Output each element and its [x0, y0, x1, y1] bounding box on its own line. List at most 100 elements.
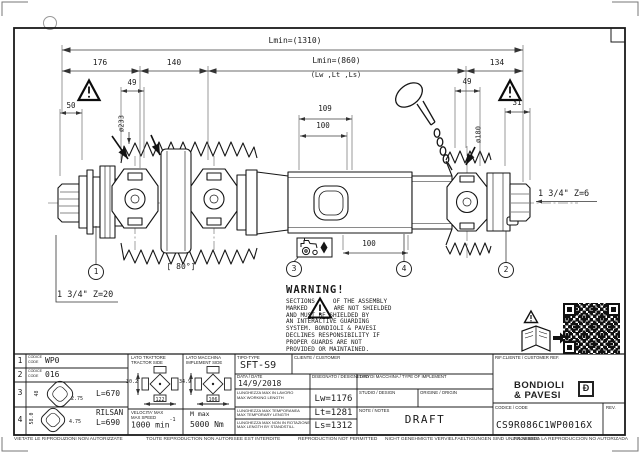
code-label: CODICE / CODE [495, 405, 528, 410]
notes-label: NOTE / NOTES [359, 407, 390, 413]
cross-journal-sketches [136, 366, 232, 406]
code-value: CS9R086C1WP0016X [496, 420, 593, 431]
ref-row1-num: 1 [17, 356, 23, 365]
footer-no-copy-fr: TOUTE REPRODUCTION NON AUTORISEE EST INT… [146, 437, 281, 442]
warning-l5: SYSTEM. BONDIOLI & PAVESI [286, 325, 377, 333]
pto-shaft [57, 141, 531, 265]
ls-label-it: LUNGHEZZA MAX NON IN ROTAZIONE [237, 419, 311, 425]
customer-label: CLIENTE / CUSTOMER [294, 355, 341, 360]
drawing-frame [13, 27, 626, 436]
ref-row4-value2: L=690 [96, 418, 121, 427]
tube-profile-sketches [40, 380, 74, 433]
dim-31: 31 [512, 98, 522, 107]
date-label: DATA / DATE [237, 374, 263, 379]
warning-l7: PROPER GUARDS ARE NOT [286, 338, 362, 346]
dim-middle-length: Lmin=(860) [312, 56, 361, 65]
spline-left-label: 1 3/4" Z=20 [57, 290, 114, 300]
punch-hole [43, 16, 57, 30]
lw-label-en: MAX WORKING LENGTH [237, 394, 284, 400]
ref-row2-code-label-en: CODE [28, 373, 39, 378]
implement-type-label: TIPO DI MACCHINA / TYPE OF IMPLEMENT [359, 374, 447, 379]
balloon-4: 4 [401, 264, 407, 273]
warning-l1b: OF THE ASSEMBLY [332, 298, 388, 305]
dim-176: 176 [92, 58, 108, 67]
spline-right-label: 1 3/4" Z=6 [538, 189, 590, 199]
tractor-side-label-en: TRACTOR SIDE [131, 360, 163, 365]
ref-row1-code-label-en: CODE [28, 359, 39, 364]
dim-dia-233: ø233 [117, 115, 126, 132]
logo-line2: & PAVESI [514, 389, 561, 401]
footer-no-copy-de: NICHT GENEHMIGTE VERVIELFAELTIGUNGEN SIN… [385, 437, 540, 442]
dim-100-low: 100 [362, 239, 376, 248]
dim-middle-sublabel: (Lw ,Lt ,Ls) [310, 71, 362, 79]
ref-row3-dim-w: 2.75 [71, 396, 84, 402]
logo-line1: BONDIOLI [514, 380, 565, 391]
customer-ref-label: RIF.CLIENTE / CUSTOMER REF. [495, 355, 560, 360]
implement-cross-dim-h: 34.9 [179, 379, 192, 385]
balloon-1: 1 [93, 267, 99, 276]
tractor-cross-dim-w: 122 [155, 396, 165, 403]
date-value: 14/9/2018 [238, 379, 282, 388]
ref-row4-value1: RILSAN [96, 408, 124, 417]
type-value: SFT-S9 [240, 360, 277, 371]
dim-134: 134 [489, 58, 505, 67]
balloon-2: 2 [503, 265, 509, 274]
ref-row4-num: 4 [17, 415, 23, 424]
dimension-lines [60, 47, 530, 255]
dim-140: 140 [166, 58, 182, 67]
bondioli-pavesi-logo-emblem: Ð [578, 381, 594, 397]
notes-value-draft: DRAFT [404, 413, 446, 426]
ref-row2-num: 2 [17, 370, 23, 379]
footer-no-copy-en: REPRODUCTION NOT PERMITTED [298, 437, 378, 442]
qr-finder-tr [607, 303, 620, 316]
lt-label-en: MAX TEMPORARY LENGTH [237, 412, 290, 417]
angle-80-label: [ 80°] [166, 262, 196, 271]
implement-cross-dim-w: 106 [208, 396, 218, 403]
ls-label-en: MAX LENGTH BY STANDSTILL [237, 424, 295, 429]
warning-l8: PROVIDED OR MAINTAINED. [286, 345, 370, 353]
balloon-callouts [88, 226, 514, 280]
max-torque-value: 5000 Nm [190, 420, 224, 429]
designed-by-label: DISEGNATO / DESIGNED BY [312, 374, 370, 379]
unshielded-pointer-arrows [111, 134, 476, 166]
dim-100-mid: 100 [316, 121, 330, 130]
balloon-3: 3 [291, 264, 297, 273]
origin-label: ORIGINE / ORIGIN [420, 389, 458, 395]
tractor-side-label-it: LATO TRATTORE [131, 355, 166, 360]
implement-side-label-en: IMPLEMENT SIDE [186, 360, 223, 365]
manual-book-icon [521, 309, 551, 352]
dim-49-right: 49 [462, 77, 472, 86]
lt-label-it: LUNGHEZZA MAX TEMPORANEA [237, 407, 300, 413]
implement-side-label-it: LATO MACCHINA [186, 355, 221, 360]
warning-l4: AN INTERACTIVE GUARDING [286, 318, 370, 326]
ref-row4-dim-w: 4.75 [69, 419, 82, 425]
warning-l2b: ARE NOT SHIELDED [333, 304, 392, 312]
ref-row3-num: 3 [17, 388, 23, 397]
dim-dia-180: ø180 [474, 126, 483, 143]
ref-row2-value: 016 [45, 370, 60, 379]
max-speed-value: 1000 min-1 [131, 417, 176, 430]
dim-overall-length: Lmin=(1310) [268, 36, 322, 45]
qr-code [563, 303, 620, 354]
warning-l6: DECLINES RESPONSIBILITY IF [286, 331, 380, 339]
warning-l3: AND MUST BE SHIELDED BY [286, 311, 370, 319]
ref-row3-dim-h: 48 [34, 390, 40, 397]
rev-label: REV. [606, 405, 616, 410]
type-label: TIPO-TYPE [237, 355, 260, 360]
spline-label-leaders [55, 199, 597, 303]
ref-row4-dim-h: 58.0 [29, 412, 35, 425]
warning-l2a: MARKED [286, 304, 308, 312]
tractor-cross-dim-h: 30.2 [126, 379, 139, 385]
tractor-side-label-box [296, 237, 333, 258]
dim-50: 50 [66, 101, 76, 110]
ref-row1-value: WP0 [45, 356, 60, 365]
title-block-grid [14, 353, 625, 435]
footer-no-copy-it: VIETATE LE RIPRODUZIONI NON AUTORIZZATE [14, 437, 123, 442]
ls-value: Ls=1312 [314, 420, 353, 431]
ref-row1-code-label-it: CODICE [28, 355, 42, 359]
ref-row2-code-label-it: CODICE [28, 369, 42, 373]
linchpin-chain [395, 82, 453, 171]
